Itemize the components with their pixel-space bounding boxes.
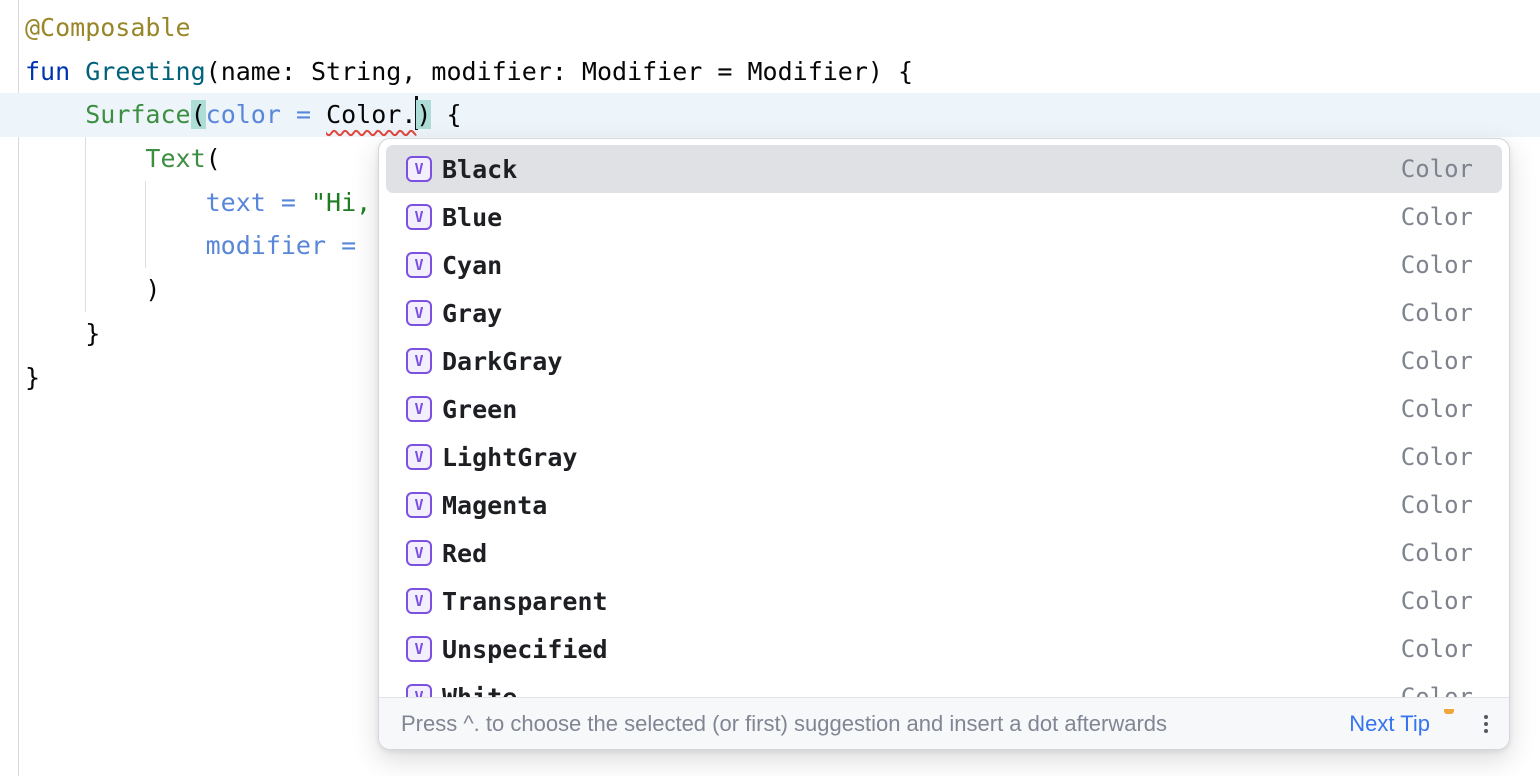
completion-item-lightgray[interactable]: V LightGray Color <box>386 433 1502 481</box>
field-value-icon: V <box>406 636 432 662</box>
completion-item-darkgray[interactable]: V DarkGray Color <box>386 337 1502 385</box>
next-tip-link[interactable]: Next Tip <box>1349 710 1430 736</box>
completion-item-white[interactable]: V White Color <box>386 673 1502 697</box>
completion-item-type: Color <box>1400 635 1473 663</box>
gutter-separator <box>18 0 19 776</box>
completion-item-red[interactable]: V Red Color <box>386 529 1502 577</box>
code-line-current[interactable]: Surface(color = Color.) { <box>0 93 1540 138</box>
code-token <box>25 231 206 260</box>
footer-hint-text: Press ^. to choose the selected (or firs… <box>401 710 1168 736</box>
completion-item-gray[interactable]: V Gray Color <box>386 289 1502 337</box>
completion-footer: Press ^. to choose the selected (or firs… <box>379 697 1509 749</box>
code-token: } <box>25 362 41 392</box>
code-token: color = <box>205 100 327 130</box>
completion-item-green[interactable]: V Green Color <box>386 385 1502 433</box>
completion-item-type: Color <box>1400 491 1473 519</box>
completion-item-type: Color <box>1400 203 1473 231</box>
code-token: ( <box>205 144 221 174</box>
completion-item-type: Color <box>1400 683 1473 697</box>
completion-item-type: Color <box>1400 587 1473 615</box>
completion-item-type: Color <box>1400 251 1473 279</box>
code-token: text = <box>205 187 311 217</box>
completion-item-cyan[interactable]: V Cyan Color <box>386 241 1502 289</box>
code-lines: @Composable fun Greeting(name: String, mo… <box>0 6 1540 399</box>
code-line[interactable]: } <box>0 312 1540 356</box>
completion-item-label: Green <box>442 394 518 424</box>
code-token: ) <box>416 100 432 130</box>
completion-item-black[interactable]: V Black Color <box>386 145 1502 193</box>
indent-guide <box>145 181 146 268</box>
indent-guide <box>85 137 86 312</box>
completion-item-label: Blue <box>442 202 503 232</box>
completion-item-label: DarkGray <box>442 346 563 376</box>
code-token: "Hi, <box>310 187 372 217</box>
code-line[interactable]: Text( <box>0 137 1540 181</box>
code-token: ) <box>25 275 161 305</box>
field-value-icon: V <box>406 684 432 697</box>
code-token: modifier = <box>205 231 372 261</box>
code-token: Text <box>145 144 206 174</box>
completion-item-label: Gray <box>442 298 503 328</box>
completion-item-label: LightGray <box>442 442 578 472</box>
field-value-icon: V <box>406 204 432 230</box>
code-token: fun <box>25 56 71 86</box>
completion-item-type: Color <box>1400 443 1473 471</box>
field-value-icon: V <box>406 540 432 566</box>
code-token: Surface <box>85 100 191 130</box>
code-token: ( <box>190 100 206 130</box>
code-token: @Composable <box>25 13 191 42</box>
completion-item-label: Black <box>442 154 518 184</box>
code-line[interactable]: fun Greeting(name: String, modifier: Mod… <box>0 50 1540 94</box>
completion-item-label: Transparent <box>442 586 608 616</box>
code-token: (name: String, modifier: Modifier = Modi… <box>205 56 914 86</box>
field-value-icon: V <box>406 396 432 422</box>
field-value-icon: V <box>406 444 432 470</box>
completion-item-transparent[interactable]: V Transparent Color <box>386 577 1502 625</box>
code-line[interactable]: } <box>0 356 1540 400</box>
completion-item-label: Magenta <box>442 490 548 520</box>
completion-item-unspecified[interactable]: V Unspecified Color <box>386 625 1502 673</box>
completion-item-type: Color <box>1400 539 1473 567</box>
field-value-icon: V <box>406 156 432 182</box>
error-token: Color. <box>326 100 417 130</box>
footer-actions: Next Tip <box>1349 708 1493 737</box>
lightbulb-icon[interactable] <box>1439 708 1459 737</box>
code-token: } <box>25 318 101 348</box>
field-value-icon: V <box>406 252 432 278</box>
code-token <box>25 100 85 129</box>
code-line[interactable]: text = "Hi, <box>0 181 1540 225</box>
completion-item-type: Color <box>1400 347 1473 375</box>
completion-item-label: Red <box>442 538 488 568</box>
completion-item-magenta[interactable]: V Magenta Color <box>386 481 1502 529</box>
completion-item-label: Cyan <box>442 250 503 280</box>
code-line[interactable]: modifier = <box>0 224 1540 268</box>
completion-item-type: Color <box>1400 395 1473 423</box>
code-token <box>70 57 85 86</box>
field-value-icon: V <box>406 300 432 326</box>
completion-item-label: Unspecified <box>442 634 608 664</box>
more-options-icon[interactable] <box>1479 711 1493 737</box>
code-token <box>25 188 206 217</box>
completion-item-type: Color <box>1400 155 1473 183</box>
code-line[interactable]: @Composable <box>0 6 1540 50</box>
code-token: Greeting <box>85 56 206 86</box>
field-value-icon: V <box>406 588 432 614</box>
field-value-icon: V <box>406 348 432 374</box>
completion-item-type: Color <box>1400 299 1473 327</box>
field-value-icon: V <box>406 492 432 518</box>
completion-item-label: White <box>442 682 518 698</box>
code-token: { <box>431 100 462 130</box>
completion-item-blue[interactable]: V Blue Color <box>386 193 1502 241</box>
code-line[interactable]: ) <box>0 268 1540 312</box>
